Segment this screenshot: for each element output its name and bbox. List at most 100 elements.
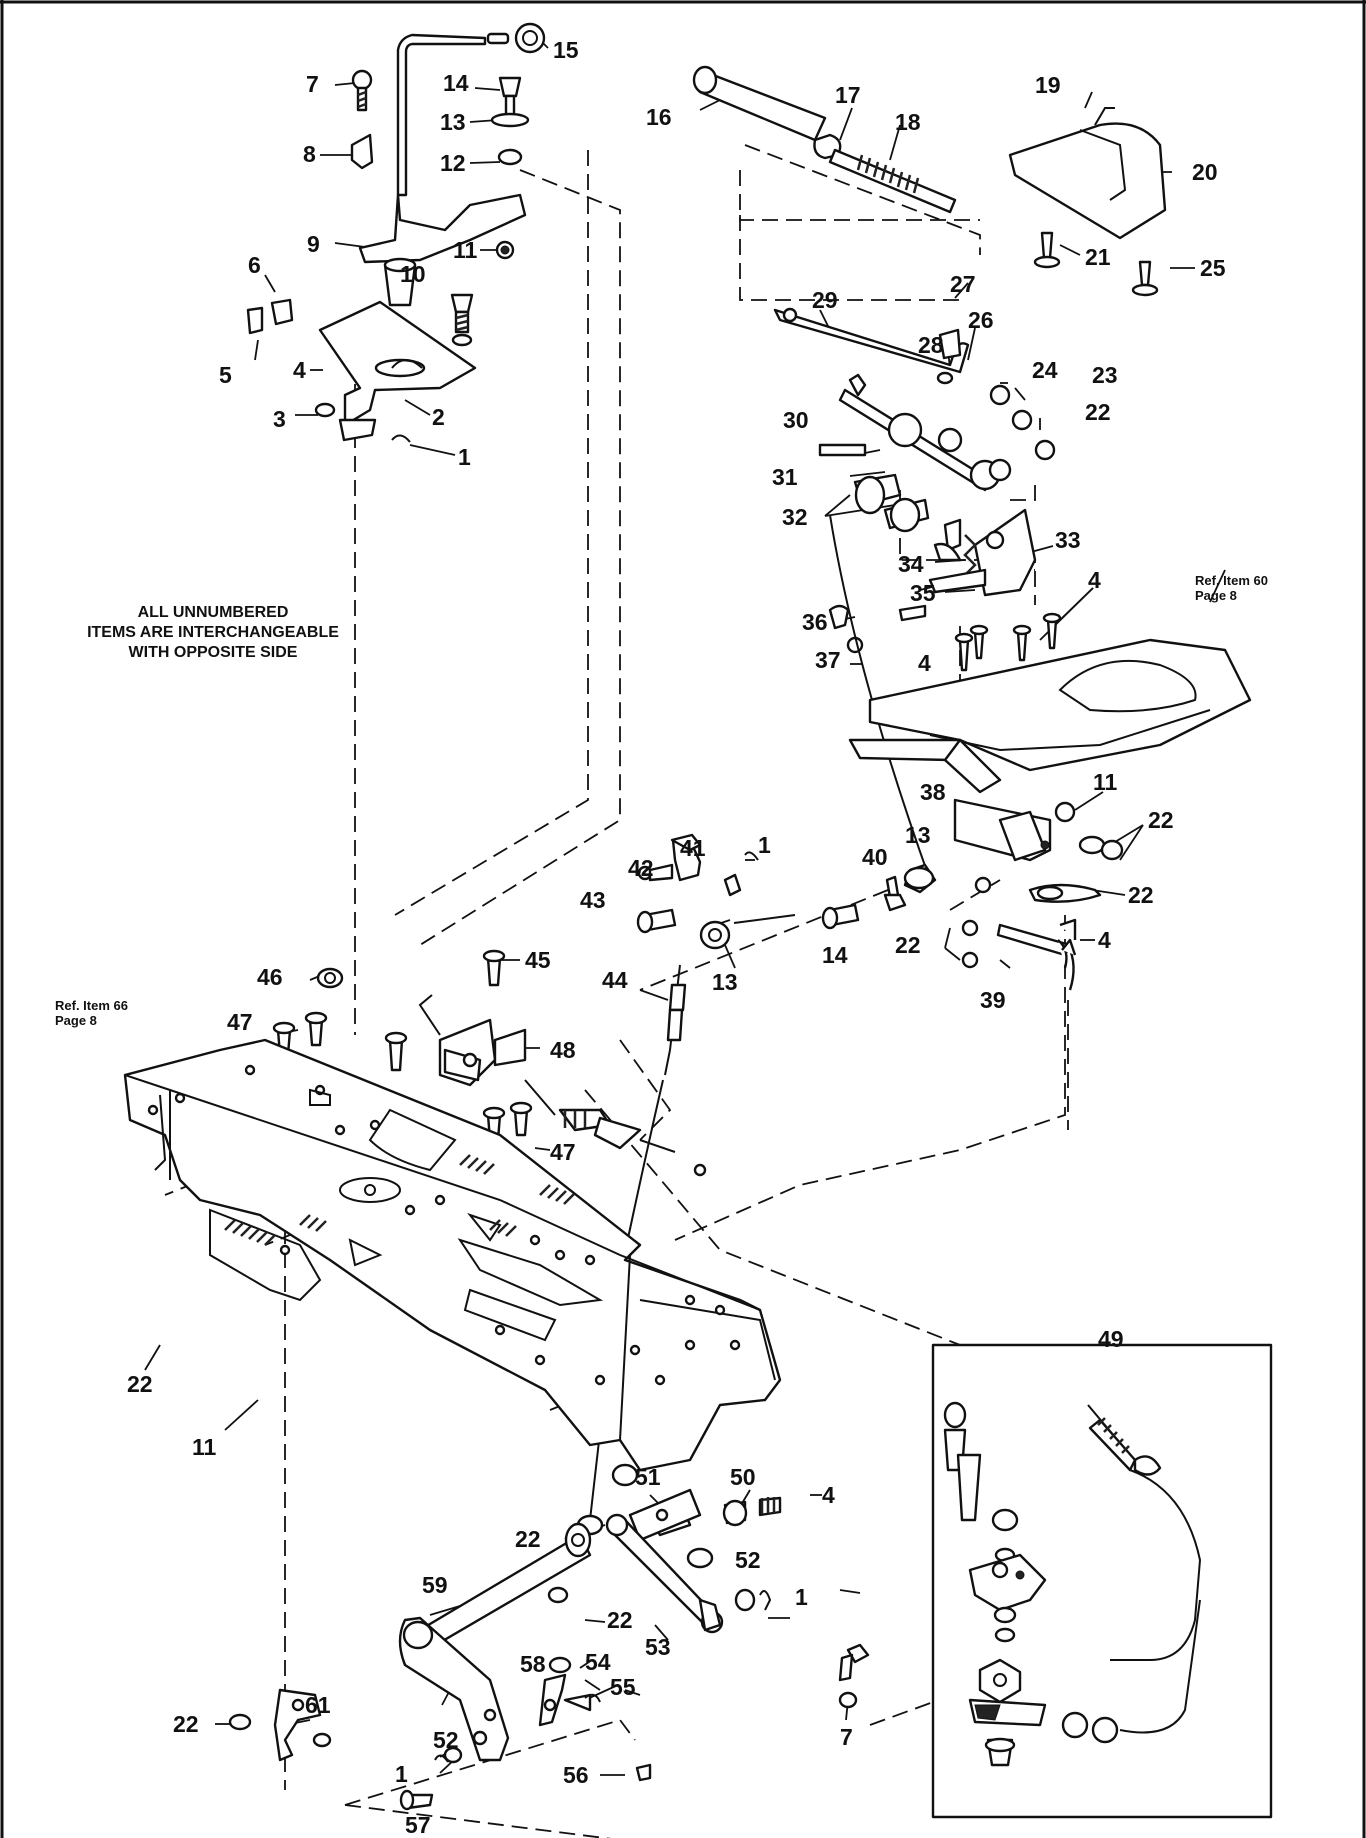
callout: 5 xyxy=(219,362,232,388)
callout: 33 xyxy=(1055,527,1081,553)
callout: 22 xyxy=(515,1526,541,1552)
callout: 22 xyxy=(895,932,921,958)
callout: 46 xyxy=(257,964,283,990)
callout: 11 xyxy=(192,1434,217,1460)
callout: 14 xyxy=(443,70,469,96)
callout: 22 xyxy=(127,1371,153,1397)
callout: 44 xyxy=(602,967,628,993)
callout: 10 xyxy=(400,261,426,287)
callout: 53 xyxy=(645,1634,671,1660)
lower-linkage xyxy=(228,1463,870,1811)
shift-lever-assembly xyxy=(246,22,546,443)
callout: 19 xyxy=(1035,72,1061,98)
callout: 21 xyxy=(1085,244,1111,270)
callout: 1 xyxy=(458,444,471,470)
callout: 4 xyxy=(822,1482,835,1508)
callout: 27 xyxy=(950,271,976,297)
callout: 39 xyxy=(980,987,1006,1013)
callout: 1 xyxy=(395,1761,408,1787)
callout: 34 xyxy=(898,551,924,577)
callout: 41 xyxy=(680,835,706,861)
ref-right-line-1: Ref. Item 60 xyxy=(1195,573,1268,588)
callout: 18 xyxy=(895,109,921,135)
callout: 13 xyxy=(905,822,931,848)
chassis-frame xyxy=(123,1038,782,1472)
callout: 13 xyxy=(440,109,466,135)
callout: 42 xyxy=(628,855,654,881)
inset-detail-49 xyxy=(931,1343,1273,1819)
callout: 4 xyxy=(1098,927,1111,953)
callout: 11 xyxy=(1093,769,1118,795)
callout: 48 xyxy=(550,1037,576,1063)
callout: 43 xyxy=(580,887,606,913)
callout: 15 xyxy=(553,37,579,63)
callout: 52 xyxy=(735,1547,761,1573)
callout: 58 xyxy=(520,1651,546,1677)
linkage-brackets xyxy=(636,798,1124,991)
handle-lever-assembly xyxy=(692,65,1167,881)
callout: 29 xyxy=(812,287,838,313)
reference-left: Ref. Item 66 Page 8 xyxy=(55,998,128,1028)
callout: 7 xyxy=(306,71,319,97)
callout: 24 xyxy=(1032,357,1058,383)
callout: 1 xyxy=(758,832,771,858)
callout: 47 xyxy=(227,1009,253,1035)
callout: 4 xyxy=(293,357,306,383)
note-line-1: ALL UNNUMBERED xyxy=(138,604,289,621)
callout: 22 xyxy=(173,1711,199,1737)
callout: 23 xyxy=(1092,362,1118,388)
ref-right-line-2: Page 8 xyxy=(1195,588,1237,603)
callout: 20 xyxy=(1192,159,1218,185)
callout: 9 xyxy=(307,231,320,257)
callout: 1 xyxy=(795,1584,808,1610)
callout: 14 xyxy=(822,942,848,968)
callout-numbers: 15 7 14 13 8 12 9 11 6 10 5 4 3 2 1 16 1… xyxy=(127,37,1226,1838)
callout: 4 xyxy=(918,650,931,676)
callout: 50 xyxy=(730,1464,756,1490)
callout: 52 xyxy=(433,1727,459,1753)
bracket-48 xyxy=(272,949,533,1142)
callout: 28 xyxy=(918,332,944,358)
callout: 6 xyxy=(248,252,261,278)
callout: 26 xyxy=(968,307,994,333)
callout: 3 xyxy=(273,406,286,432)
callout: 31 xyxy=(772,464,798,490)
callout: 2 xyxy=(432,404,445,430)
callout: 11 xyxy=(453,237,478,263)
callout: 57 xyxy=(405,1812,431,1838)
reference-right: Ref. Item 60 Page 8 xyxy=(1195,573,1268,603)
fender-pan-right xyxy=(848,638,1252,794)
callout: 16 xyxy=(646,104,672,130)
note-line-3: WITH OPPOSITE SIDE xyxy=(129,644,298,661)
general-note: ALL UNNUMBERED ITEMS ARE INTERCHANGEABLE… xyxy=(87,604,339,661)
callout: 22 xyxy=(1148,807,1174,833)
callout: 35 xyxy=(910,580,936,606)
ref-left-line-2: Page 8 xyxy=(55,1013,97,1028)
callout: 59 xyxy=(422,1572,448,1598)
callout: 7 xyxy=(840,1724,853,1750)
callout: 38 xyxy=(920,779,946,805)
callout: 36 xyxy=(802,609,828,635)
callout: 8 xyxy=(303,141,316,167)
callout: 22 xyxy=(607,1607,633,1633)
callout: 45 xyxy=(525,947,551,973)
callout: 61 xyxy=(305,1692,331,1718)
callout: 30 xyxy=(783,407,809,433)
callout: 25 xyxy=(1200,255,1226,281)
callout: 54 xyxy=(585,1649,611,1675)
callout: 12 xyxy=(440,150,466,176)
callout: 40 xyxy=(862,844,888,870)
ref-left-line-1: Ref. Item 66 xyxy=(55,998,128,1013)
callout: 22 xyxy=(1085,399,1111,425)
callout: 22 xyxy=(1128,882,1154,908)
callout: 37 xyxy=(815,647,841,673)
callout: 51 xyxy=(635,1464,661,1490)
callout: 17 xyxy=(835,82,861,108)
callout: 49 xyxy=(1098,1326,1124,1352)
callout: 32 xyxy=(782,504,808,530)
callout: 56 xyxy=(563,1762,589,1788)
callout: 47 xyxy=(550,1139,576,1165)
